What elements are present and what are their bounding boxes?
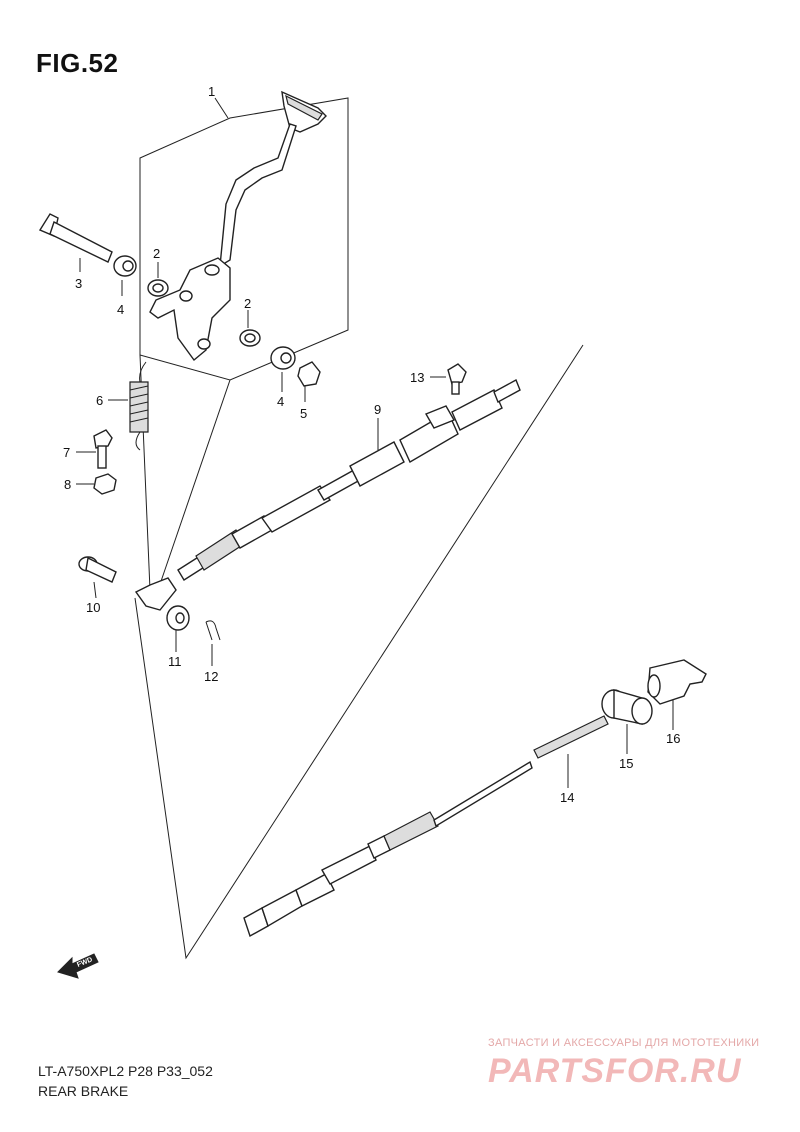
cotter-pin (205, 620, 221, 641)
cable-end (647, 659, 707, 705)
brake-cable-upper (134, 379, 521, 611)
diagram-title: REAR BRAKE (38, 1083, 129, 1099)
watermark-tagline: ЗАПЧАСТИ И АКСЕССУАРЫ ДЛЯ МОТОТЕХНИКИ (488, 1037, 760, 1049)
nut (297, 361, 321, 387)
cable-group-frame (134, 344, 584, 960)
figure-title: FIG.52 (36, 48, 119, 78)
callout-numbers: 1 2 2 3 4 4 5 6 7 8 9 10 11 12 13 14 15 … (63, 84, 680, 805)
fwd-arrow-icon: FWD (57, 953, 99, 979)
callout-14: 14 (560, 790, 574, 805)
clevis-pin (78, 556, 117, 583)
callout-1: 1 (208, 84, 215, 99)
callout-9: 9 (374, 402, 381, 417)
bolt-13 (447, 363, 467, 395)
return-spring (129, 361, 149, 451)
callout-8: 8 (64, 477, 71, 492)
callout-13: 13 (410, 370, 424, 385)
callout-3: 3 (75, 276, 82, 291)
callout-7: 7 (63, 445, 70, 460)
diagram-code: LT-A750XPL2 P28 P33_052 (38, 1063, 213, 1079)
washer-11 (166, 605, 190, 631)
callout-4-right: 4 (277, 394, 284, 409)
callout-5: 5 (300, 406, 307, 421)
bush-lower (239, 329, 261, 347)
callout-10: 10 (86, 600, 100, 615)
brake-cable-lower (243, 715, 609, 938)
callout-16: 16 (666, 731, 680, 746)
callout-15: 15 (619, 756, 633, 771)
leader-line (157, 379, 231, 591)
small-nut (93, 473, 117, 495)
washer-right (270, 346, 296, 370)
callout-6: 6 (96, 393, 103, 408)
callout-2-lower: 2 (244, 296, 251, 311)
bolt (93, 429, 113, 469)
callout-leaders (76, 97, 674, 788)
callout-11: 11 (168, 654, 182, 669)
watermark-logo: PARTSFOR.RU (488, 1052, 742, 1090)
cable-joint (601, 689, 653, 725)
brake-pedal (149, 90, 327, 362)
pivot-bolt (38, 213, 113, 263)
callout-4-left: 4 (117, 302, 124, 317)
bush-upper (147, 279, 169, 297)
washer-left (113, 255, 137, 277)
callout-12: 12 (204, 669, 218, 684)
callout-2-upper: 2 (153, 246, 160, 261)
